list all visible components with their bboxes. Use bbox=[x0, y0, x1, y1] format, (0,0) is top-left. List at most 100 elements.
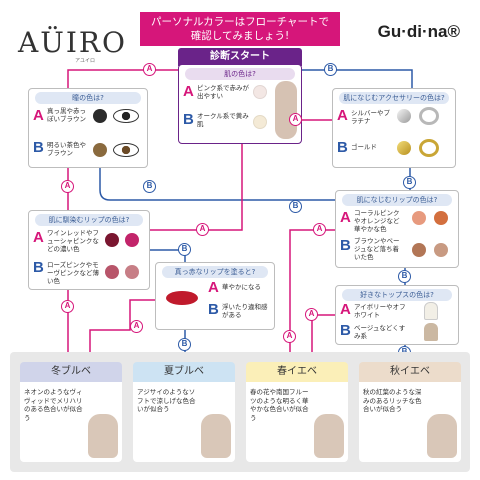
woman-face-icon bbox=[275, 81, 297, 139]
lip-warm-question-box: 肌になじむリップの色は? A コーラルピンクやオレンジなど華やかな色 B ブラウ… bbox=[335, 190, 459, 268]
wine-red-swatch bbox=[105, 233, 119, 247]
result-spring-title: 春イエベ bbox=[246, 362, 348, 382]
silver-swatch bbox=[397, 109, 411, 123]
lip-cool-option-a-letter: A bbox=[33, 229, 44, 246]
summer-model-image bbox=[201, 414, 231, 458]
red-lips-icon bbox=[166, 291, 198, 305]
lip-cool-option-a-text: ワインレッドやフューシャピンクなどの濃い色 bbox=[47, 229, 99, 253]
eye-option-b-text: 明るい茶色やブラウン bbox=[47, 141, 86, 157]
result-summer-title: 夏ブルベ bbox=[133, 362, 235, 382]
connector-start-a bbox=[67, 69, 178, 88]
connector-start-b bbox=[302, 69, 413, 88]
accessory-question-box: 肌になじむアクセサリーの色は? A シルバーやプラチナ B ゴールド bbox=[332, 88, 456, 168]
intro-banner: パーソナルカラーはフローチャートで 確認してみましょう! bbox=[140, 12, 340, 46]
beige-top-icon bbox=[424, 323, 438, 341]
accessory-option-a-letter: A bbox=[337, 107, 348, 124]
result-winter: 冬ブルベ ネオンのようなヴィヴィッドでメリハリのある色合いが似合う bbox=[20, 362, 122, 462]
dark-eye-swatch bbox=[93, 109, 107, 123]
lip-warm-option-b-text: ブラウンやベージュなど落ち着いた色 bbox=[354, 237, 400, 261]
lip-cool-option-b-text: ローズピンクやモーヴピンクなど薄い色 bbox=[47, 261, 99, 285]
red-lip-question: 真っ赤なリップを塗ると? bbox=[162, 266, 268, 278]
badge-start-a: A bbox=[143, 63, 156, 76]
result-summer-text: アジサイのようなソフトで涼しげな色合いが似合う bbox=[137, 388, 196, 413]
result-spring: 春イエベ 春の花や南国フルーツのような明るく華やかな色合いが似合う bbox=[246, 362, 348, 462]
connector-eye-b bbox=[99, 168, 338, 201]
lip-warm-option-a-letter: A bbox=[340, 209, 351, 226]
badge-eye-a: A bbox=[61, 180, 74, 193]
tops-option-b-text: ベージュなどくすみ系 bbox=[354, 324, 406, 340]
badge-lipwarm-b: B bbox=[398, 270, 411, 283]
lip-cool-question: 肌に馴染むリップの色は? bbox=[35, 214, 143, 226]
start-option-b-text: オークル系で黄み肌 bbox=[197, 112, 249, 128]
lip-cool-question-box: 肌に馴染むリップの色は? A ワインレッドやフューシャピンクなどの濃い色 B ロ… bbox=[28, 210, 150, 290]
lip-cool-option-b-letter: B bbox=[33, 259, 44, 276]
badge-lipwarm-a-low: A bbox=[283, 330, 296, 343]
result-winter-body: ネオンのようなヴィヴィッドでメリハリのある色合いが似合う bbox=[20, 382, 122, 462]
result-winter-text: ネオンのようなヴィヴィッドでメリハリのある色合いが似合う bbox=[24, 388, 83, 422]
red-lip-option-b-letter: B bbox=[208, 301, 219, 318]
mauve-pink-swatch bbox=[125, 265, 139, 279]
lip-warm-option-a-text: コーラルピンクやオレンジなど華やかな色 bbox=[354, 209, 400, 233]
connector-redlip-a bbox=[89, 299, 160, 362]
connector-lipwarm-a bbox=[289, 229, 338, 362]
accessory-option-b-letter: B bbox=[337, 139, 348, 156]
badge-redlip-a: A bbox=[130, 320, 143, 333]
badge-start-b: B bbox=[324, 63, 337, 76]
red-lip-option-a-letter: A bbox=[208, 279, 219, 296]
result-spring-text: 春の花や南国フルーツのような明るく華やかな色合いが似合う bbox=[250, 388, 309, 422]
start-title: 診断スタート bbox=[178, 48, 302, 66]
eye-question: 瞳の色は? bbox=[35, 92, 141, 104]
result-winter-title: 冬ブルベ bbox=[20, 362, 122, 382]
ochre-skin-swatch bbox=[253, 115, 267, 129]
start-option-a-letter: A bbox=[183, 83, 194, 100]
badge-access-a: A bbox=[289, 113, 302, 126]
tops-question: 好きなトップスの色は? bbox=[342, 289, 452, 301]
winter-model-image bbox=[88, 414, 118, 458]
lip-warm-question: 肌になじむリップの色は? bbox=[342, 194, 452, 206]
start-question: 肌の色は? bbox=[185, 68, 295, 80]
eye-option-a-letter: A bbox=[33, 107, 44, 124]
tops-option-b-letter: B bbox=[340, 322, 351, 339]
result-autumn-text: 秋の紅葉のような深みのあるリッチな色合いが似合う bbox=[363, 388, 422, 413]
banner-line2: 確認してみましょう! bbox=[190, 30, 290, 42]
coral-pink-swatch bbox=[412, 211, 426, 225]
accessory-option-a-text: シルバーやプラチナ bbox=[351, 109, 390, 125]
tops-option-a-letter: A bbox=[340, 301, 351, 318]
badge-access-a-mid: A bbox=[196, 223, 209, 236]
brown-lip-swatch bbox=[412, 243, 426, 257]
badge-eye-b-mid: B bbox=[289, 200, 302, 213]
result-summer: 夏ブルベ アジサイのようなソフトで涼しげな色合いが似合う bbox=[133, 362, 235, 462]
badge-eye-b: B bbox=[143, 180, 156, 193]
start-question-box: 肌の色は? A ピンク系で赤みが出やすい B オークル系で黄み肌 bbox=[178, 64, 302, 144]
silver-ring-icon bbox=[419, 107, 439, 125]
autumn-model-image bbox=[427, 414, 457, 458]
eye-option-b-letter: B bbox=[33, 139, 44, 156]
eye-option-a-text: 真っ黒や赤っぽいブラウン bbox=[47, 107, 86, 123]
badge-lipwarm-a: A bbox=[313, 223, 326, 236]
dark-eye-icon bbox=[113, 109, 139, 123]
result-autumn-body: 秋の紅葉のような深みのあるリッチな色合いが似合う bbox=[359, 382, 461, 462]
accessory-option-b-text: ゴールド bbox=[351, 143, 377, 151]
start-option-b-letter: B bbox=[183, 111, 194, 128]
badge-lipcool-b: B bbox=[178, 243, 191, 256]
pink-skin-swatch bbox=[253, 85, 267, 99]
fuchsia-swatch bbox=[125, 233, 139, 247]
gudina-logo: Gu·di·na® bbox=[377, 22, 460, 41]
result-summer-body: アジサイのようなソフトで涼しげな色合いが似合う bbox=[133, 382, 235, 462]
badge-access-b: B bbox=[403, 176, 416, 189]
beige-lip-swatch bbox=[434, 243, 448, 257]
gold-swatch bbox=[397, 141, 411, 155]
red-lip-option-b-text: 浮いたり違和感がある bbox=[222, 303, 268, 319]
tops-question-box: 好きなトップスの色は? A アイボリーやオフホワイト B ベージュなどくすみ系 bbox=[335, 285, 459, 345]
banner-line1: パーソナルカラーはフローチャートで bbox=[150, 16, 330, 28]
gold-ring-icon bbox=[419, 139, 439, 157]
auiro-logo-sub: アユイロ bbox=[75, 58, 96, 64]
lip-warm-option-b-letter: B bbox=[340, 237, 351, 254]
result-spring-body: 春の花や南国フルーツのような明るく華やかな色合いが似合う bbox=[246, 382, 348, 462]
result-autumn-title: 秋イエベ bbox=[359, 362, 461, 382]
accessory-question: 肌になじむアクセサリーの色は? bbox=[339, 92, 449, 104]
eye-color-question-box: 瞳の色は? A 真っ黒や赤っぽいブラウン B 明るい茶色やブラウン bbox=[28, 88, 148, 168]
ivory-top-icon bbox=[424, 302, 438, 320]
spring-model-image bbox=[314, 414, 344, 458]
brown-eye-icon bbox=[113, 143, 139, 157]
